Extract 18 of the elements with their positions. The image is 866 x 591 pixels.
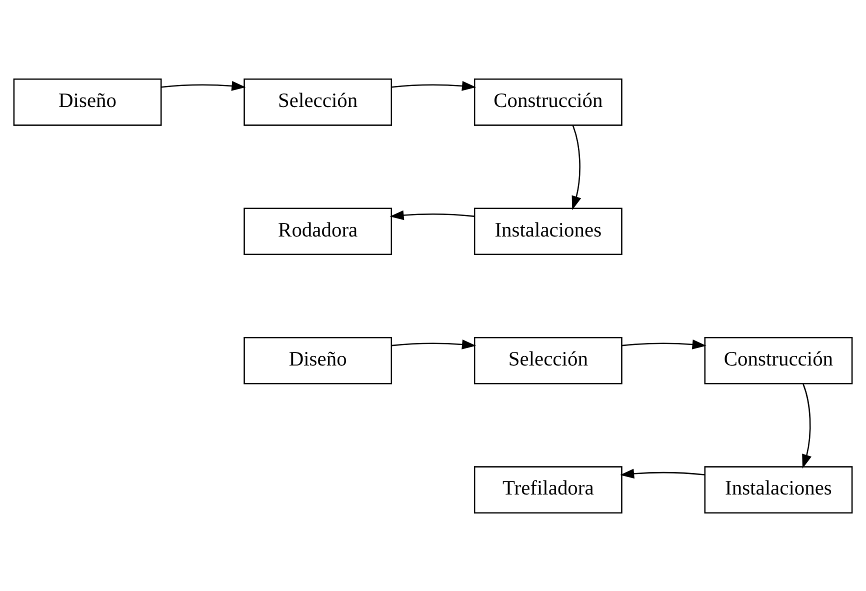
arrow — [392, 80, 476, 90]
node-box: Construcción — [474, 78, 622, 126]
node-box: Instalaciones — [474, 207, 622, 255]
arrow — [802, 383, 812, 468]
arrow — [622, 339, 706, 349]
node-box: Instalaciones — [704, 466, 853, 514]
node-box: Selección — [474, 336, 622, 384]
node-box: Diseño — [244, 336, 392, 384]
node-box: Trefiladora — [474, 466, 622, 514]
node-box: Rodadora — [244, 207, 392, 255]
arrow — [392, 339, 476, 349]
arrow — [620, 468, 705, 478]
node-box: Selección — [244, 78, 392, 126]
arrow — [390, 210, 474, 220]
node-box: Diseño — [13, 78, 162, 126]
arrow — [161, 80, 246, 90]
node-box: Construcción — [704, 336, 853, 384]
arrow — [572, 124, 582, 210]
